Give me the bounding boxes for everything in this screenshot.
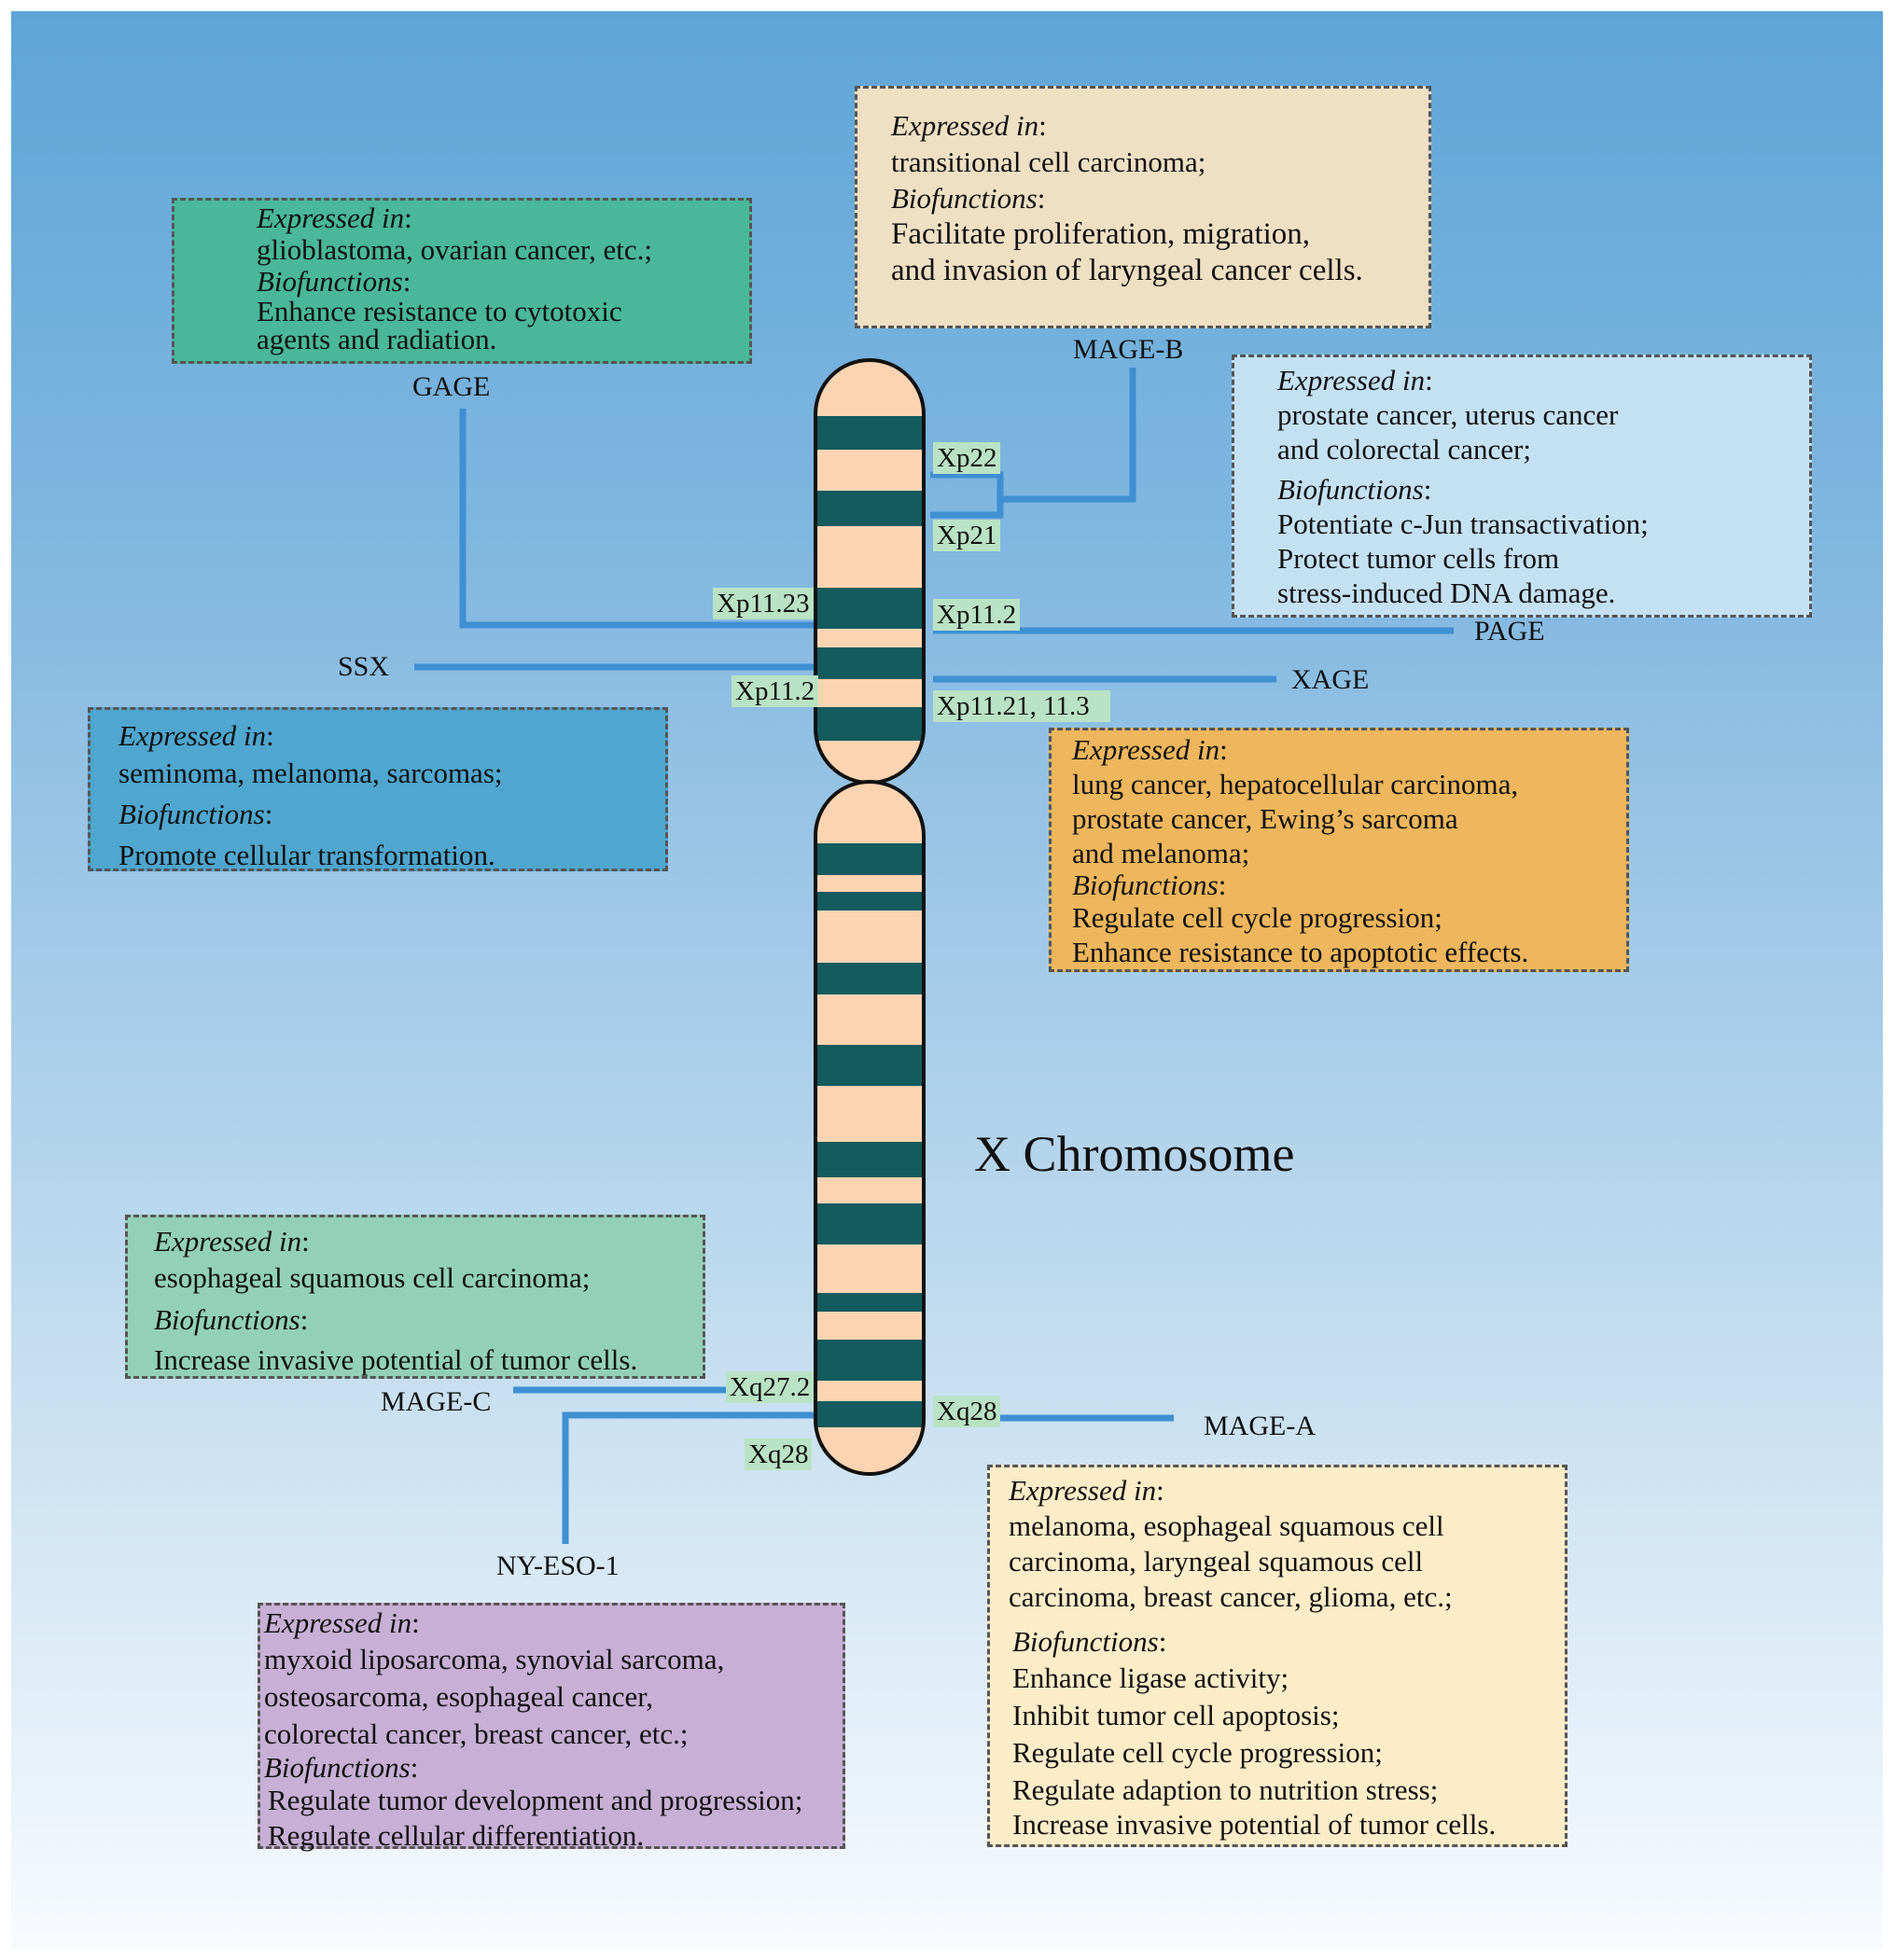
mage-b-bio-label: Biofunctions [891,182,1038,215]
mage-c-gene-label: MAGE-C [381,1386,492,1417]
q-arm-outline [814,780,926,1476]
ny-eso-1-bio-text: Regulate cellular differentiation. [268,1819,645,1852]
mage-b-band-xp22: Xp22 [933,442,1001,474]
mage-a-info-box: Expressed in: melanoma, esophageal squam… [987,1465,1568,1847]
ny-eso-1-expressed-label: Expressed in [264,1606,412,1639]
ssx-bio-text: Promote cellular transformation. [118,839,495,871]
gage-bio-text: agents and radiation. [257,323,497,355]
gage-expressed-text: glioblastoma, ovarian cancer, etc.; [257,233,652,266]
ssx-expressed-text: seminoma, melanoma, sarcomas; [118,757,503,789]
ny-eso-1-bio-text: Regulate tumor development and progressi… [268,1784,803,1816]
mage-c-expressed-label: Expressed in [154,1225,302,1258]
ny-eso-1-expressed-text: colorectal cancer, breast cancer, etc.; [264,1717,689,1750]
ny-eso-1-connector [562,1411,821,1544]
mage-b-gene-label: MAGE-B [1073,334,1184,365]
connector-layer [414,358,1454,1544]
xage-expressed-label: Expressed in [1072,733,1220,766]
xage-info-box: Expressed in: lung cancer, hepatocellula… [1049,728,1629,972]
mage-a-bio-text: Enhance ligase activity; [1012,1661,1289,1694]
mage-a-band-label: Xq28 [933,1396,1001,1427]
mage-b-connector [998,368,1136,503]
mage-a-expressed-text: melanoma, esophageal squamous cell [1009,1509,1444,1542]
mage-a-bio-text: Regulate adaption to nutrition stress; [1012,1773,1439,1806]
ssx-expressed-label: Expressed in [118,719,267,752]
xage-bio-label: Biofunctions [1072,869,1219,901]
gage-band-label: Xp11.23 [713,588,814,619]
xage-expressed-text: and melanoma; [1072,837,1250,869]
chromosome-q-arm [815,782,924,1474]
mage-a-bio-text: Regulate cell cycle progression; [1012,1736,1383,1769]
mage-c-expressed-text: esophageal squamous cell carcinoma; [154,1261,591,1294]
ny-eso-1-bio-label: Biofunctions [264,1751,411,1784]
mage-a-expressed-label: Expressed in [1009,1474,1157,1507]
mage-a-bio-text: Inhibit tumor cell apoptosis; [1012,1699,1340,1731]
gage-expressed-label: Expressed in [257,202,405,234]
mage-a-gene-label: MAGE-A [1204,1411,1316,1441]
page-gene-label: PAGE [1474,616,1545,646]
page-expressed-label: Expressed in [1277,364,1426,396]
ny-eso-1-expressed-text: osteosarcoma, esophageal cancer, [264,1680,654,1713]
mage-b-expressed-text: transitional cell carcinoma; [891,146,1206,178]
page-bio-text: stress-induced DNA damage. [1277,577,1616,609]
diagram-background: X Chromosome Expressed in: glioblastoma,… [11,11,1883,1949]
mage-c-bio-text: Increase invasive potential of tumor cel… [154,1343,638,1376]
gage-connector [459,409,821,629]
mage-a-expressed-text: carcinoma, breast cancer, glioma, etc.; [1009,1580,1453,1613]
mage-b-bio-text: and invasion of laryngeal cancer cells. [891,254,1363,287]
xage-expressed-text: lung cancer, hepatocellular carcinoma, [1072,768,1519,800]
ssx-gene-label: SSX [338,651,390,682]
mage-b-band-xp21: Xp21 [933,520,1001,551]
ny-eso-1-band-label: Xq28 [745,1439,813,1470]
ssx-bio-label: Biofunctions [118,798,265,830]
mage-b-expressed-label: Expressed in [891,109,1039,142]
page-expressed-text: prostate cancer, uterus cancer [1277,398,1619,431]
mage-c-info-box: Expressed in: esophageal squamous cell c… [125,1215,705,1379]
xage-expressed-text: prostate cancer, Ewing’s sarcoma [1072,802,1458,835]
gage-bio-label: Biofunctions [257,265,403,298]
mage-a-bio-label: Biofunctions [1012,1625,1159,1658]
ny-eso-1-expressed-text: myxoid liposarcoma, synovial sarcoma, [264,1643,725,1675]
p-arm-dark-bands [815,416,924,741]
ny-eso-1-gene-label: NY-ESO-1 [496,1550,620,1581]
chromosome-p-arm [815,360,924,783]
xage-band-label: Xp11.21, 11.3 [933,690,1110,722]
page-bio-text: Potentiate c-Jun transactivation; [1277,507,1649,540]
xage-gene-label: XAGE [1291,664,1370,695]
page-bio-label: Biofunctions [1277,473,1424,506]
page-expressed-text: and colorectal cancer; [1277,433,1531,466]
ssx-info-box: Expressed in: seminoma, melanoma, sarcom… [88,707,668,871]
mage-b-info-box: Expressed in: transitional cell carcinom… [855,86,1431,328]
ssx-band-label: Xp11.2 [732,675,819,707]
mage-b-bracket-xp22 [930,471,1004,519]
xage-bio-text: Enhance resistance to apoptotic effects. [1072,936,1529,968]
gage-gene-label: GAGE [412,371,491,402]
diagram-title: X Chromosome [974,1126,1295,1182]
xage-bio-text: Regulate cell cycle progression; [1072,901,1442,934]
page-band-label: Xp11.2 [933,599,1021,631]
mage-a-bio-text: Increase invasive potential of tumor cel… [1012,1808,1497,1841]
q-arm-dark-bands [815,843,924,1427]
gage-bio-text: Enhance resistance to cytotoxic [257,295,622,327]
mage-c-band-label: Xq27.2 [726,1371,815,1403]
mage-b-bio-text: Facilitate proliferation, migration, [891,217,1311,251]
mage-c-bio-label: Biofunctions [154,1303,300,1336]
mage-a-expressed-text: carcinoma, laryngeal squamous cell [1009,1545,1424,1578]
ny-eso-1-info-box: Expressed in: myxoid liposarcoma, synovi… [258,1603,845,1852]
page-bio-text: Protect tumor cells from [1277,542,1560,575]
gage-info-box: Expressed in: glioblastoma, ovarian canc… [172,198,752,364]
page-info-box: Expressed in: prostate cancer, uterus ca… [1232,354,1812,618]
